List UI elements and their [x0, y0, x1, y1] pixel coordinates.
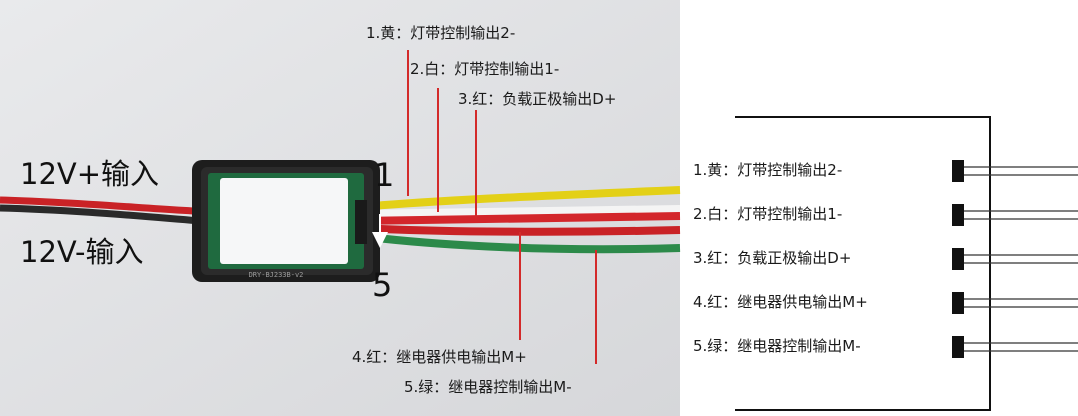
output-wires	[359, 186, 681, 254]
board-text: DRY-BJ233B-v2	[249, 271, 304, 279]
controller-module: DRY-BJ233B-v2	[192, 160, 380, 282]
wire-red-1	[359, 212, 681, 225]
callout-5: 5.绿：继电器控制输出M-	[404, 378, 572, 396]
callout-2: 2.白：灯带控制输出1-	[410, 60, 559, 78]
pin-label-2: 2.白：灯带控制输出1-	[693, 205, 842, 223]
schematic-pin-4: 4.红：继电器供电输出M+	[693, 292, 1078, 314]
wire-green	[359, 232, 681, 254]
callout-3: 3.红：负载正极输出D+	[458, 90, 616, 108]
input-plus-label: 12V+输入	[20, 157, 159, 191]
callout-4: 4.红：继电器供电输出M+	[352, 348, 527, 366]
schematic-pin-3: 3.红：负载正极输出D+	[693, 248, 1078, 270]
schematic-pin-5: 5.绿：继电器控制输出M-	[693, 336, 1078, 358]
wire-number-last: 5	[372, 266, 392, 304]
input-minus-label: 12V-输入	[20, 235, 144, 269]
schematic-pin-2: 2.白：灯带控制输出1-	[693, 204, 1078, 226]
pin-label-3: 3.红：负载正极输出D+	[693, 249, 851, 267]
pin-label-1: 1.黄：灯带控制输出2-	[693, 161, 842, 179]
wire-yellow	[359, 186, 681, 211]
label-sticker	[220, 178, 348, 264]
wire-number-first: 1	[374, 156, 394, 194]
pin-label-5: 5.绿：继电器控制输出M-	[693, 337, 861, 355]
wire-red-2	[359, 224, 681, 236]
wire-white	[359, 205, 681, 218]
schematic: 1.黄：灯带控制输出2- 2.白：灯带控制输出1- 3.红：负载正极输出D+ 4…	[693, 116, 1078, 411]
callout-1: 1.黄：灯带控制输出2-	[366, 24, 515, 42]
pointer-lines	[407, 50, 597, 364]
schematic-pin-1: 1.黄：灯带控制输出2-	[693, 160, 1078, 182]
pin-label-4: 4.红：继电器供电输出M+	[693, 293, 868, 311]
